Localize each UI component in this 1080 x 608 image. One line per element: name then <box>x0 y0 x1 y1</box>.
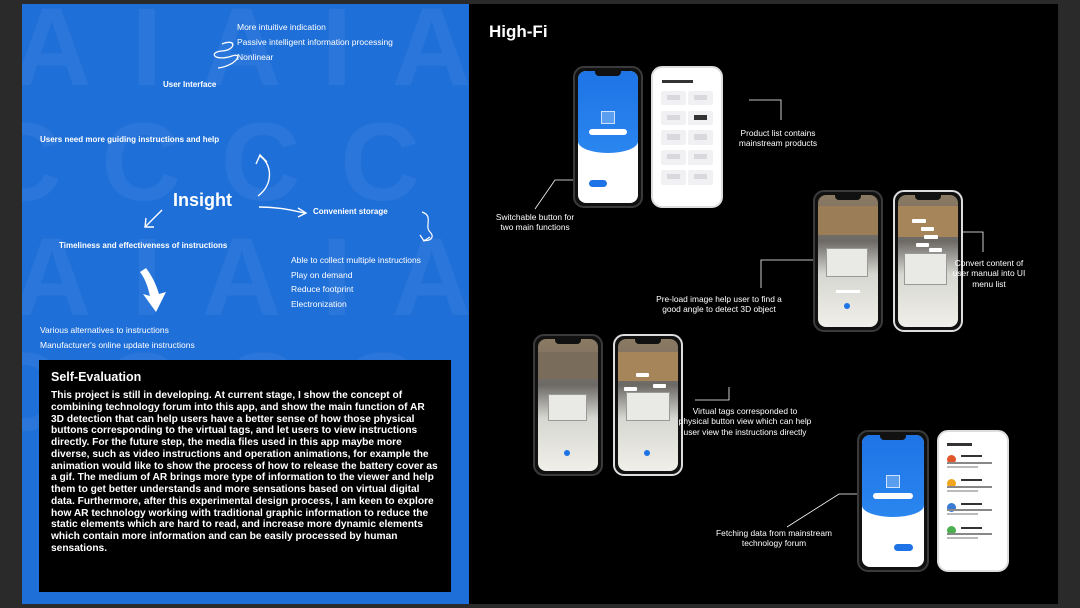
self-evaluation-box: Self-Evaluation This project is still in… <box>39 360 451 592</box>
self-evaluation-title: Self-Evaluation <box>51 370 142 384</box>
insight-title: Insight <box>173 190 232 210</box>
storage-point: Able to collect multiple instructions <box>291 255 421 265</box>
ar-view-screen <box>538 339 598 471</box>
alternative-point: Various alternatives to instructions <box>40 325 169 335</box>
phone-mockup-menu <box>893 190 963 332</box>
phone-mockup-ar-view <box>533 334 603 476</box>
mode-toggle-button <box>588 180 607 188</box>
high-fi-title: High-Fi <box>489 22 548 41</box>
slide-frame: AIAIA CCCC AIAIA CCCC More intuitive ind… <box>22 4 1058 604</box>
ui-point: Nonlinear <box>237 52 274 62</box>
virtual-tags-screen <box>618 339 678 471</box>
convenient-storage-label: Convenient storage <box>313 207 388 216</box>
forum-list-screen <box>942 435 1004 567</box>
forum-toggle-button <box>894 544 913 552</box>
storage-point: Reduce footprint <box>291 284 354 294</box>
storage-point: Electronization <box>291 299 347 309</box>
phone-mockup-detect <box>813 190 883 332</box>
home-screen <box>578 71 638 203</box>
insight-arrows <box>140 41 433 312</box>
phone-mockup-home <box>573 66 643 208</box>
high-fi-panel: High-Fi <box>469 4 1058 604</box>
product-list-screen <box>656 71 718 203</box>
guiding-label: Users need more guiding instructions and… <box>40 135 220 144</box>
phone-mockup-forum-home <box>857 430 929 572</box>
phone-mockup-product-list <box>651 66 723 208</box>
detection-screen <box>818 195 878 327</box>
alternative-point: Manufacturer's online update instruction… <box>40 340 195 350</box>
user-interface-label: User Interface <box>163 80 217 89</box>
self-evaluation-body: This project is still in developing. At … <box>51 390 438 554</box>
timeliness-label: Timeliness and effectiveness of instruct… <box>59 241 228 250</box>
phone-mockup-virtual-tags <box>613 334 683 476</box>
phone-mockup-forum-list <box>937 430 1009 572</box>
forum-home-screen <box>862 435 924 567</box>
menu-screen <box>898 195 958 327</box>
ui-point: Passive intelligent information processi… <box>237 37 393 47</box>
storage-point: Play on demand <box>291 270 353 280</box>
insight-panel: AIAIA CCCC AIAIA CCCC More intuitive ind… <box>22 4 469 604</box>
ui-point: More intuitive indication <box>237 22 326 32</box>
